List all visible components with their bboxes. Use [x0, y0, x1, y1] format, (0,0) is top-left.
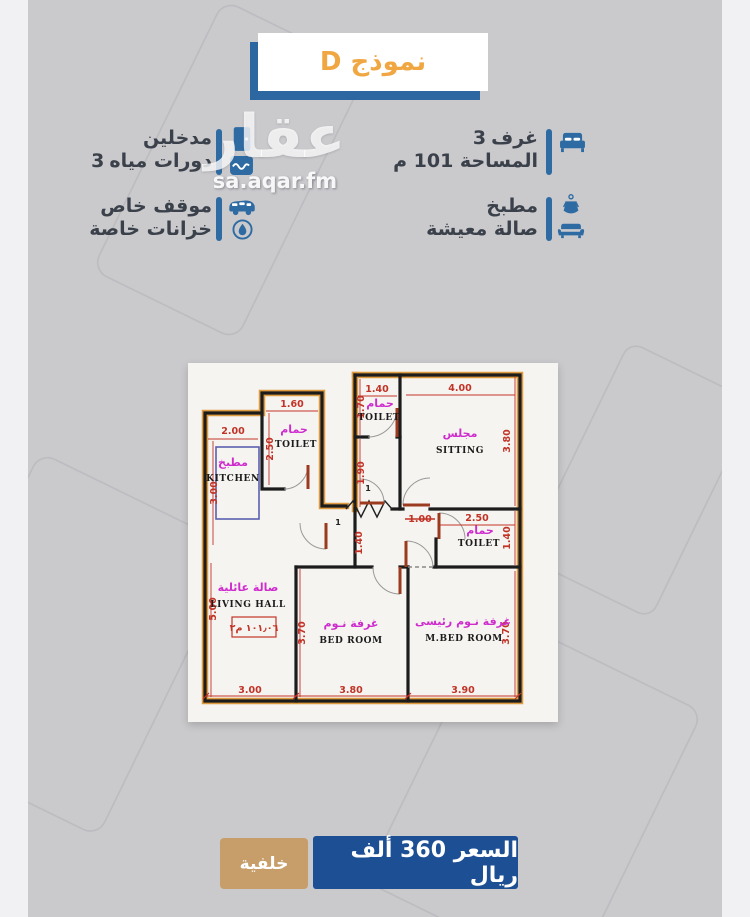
master-bedroom-label-ar: غرفة نـوم رئيسى [415, 615, 511, 628]
price-button[interactable]: السعر 360 ألف ريال [313, 836, 518, 889]
svg-text:2.00: 2.00 [221, 426, 245, 437]
svg-text:3.80: 3.80 [339, 685, 363, 696]
toilet1-label-en: TOILET [275, 440, 317, 450]
door-icon [231, 126, 253, 152]
feature-parking-label: موقف خاص [100, 195, 212, 217]
toilet2-label-ar: حمام [366, 397, 394, 410]
bed-icon [559, 131, 586, 154]
toilet3-label-ar: حمام [466, 524, 494, 537]
svg-text:2.50: 2.50 [265, 437, 276, 461]
toilet3-label-en: TOILET [458, 539, 500, 549]
bathrooms-count: 3 [91, 150, 105, 172]
svg-text:1.40: 1.40 [354, 531, 365, 555]
car-icon [227, 196, 257, 216]
svg-text:3.00: 3.00 [209, 481, 220, 505]
background-button-label: خلفية [239, 853, 289, 874]
svg-text:2.50: 2.50 [465, 513, 489, 524]
svg-text:3.70: 3.70 [297, 621, 308, 645]
feature-bar [546, 197, 552, 241]
kitchen-label-en: KITCHEN [206, 474, 260, 484]
feature-living-label: صالة معيشة [426, 218, 538, 240]
entrance-break-symbol [345, 499, 393, 519]
plan-walls [203, 373, 522, 703]
feature-tanks-label: خزانات خاصة [89, 218, 212, 240]
floor-plan-card: 2.00 3.00 1.60 2.50 1.40 1.70 1.90 4.00 … [188, 363, 558, 722]
svg-text:1.60: 1.60 [280, 399, 304, 410]
kitchen-label-ar: مطبخ [218, 456, 248, 469]
svg-text:3.80: 3.80 [502, 429, 513, 453]
apron-icon [560, 194, 582, 218]
feature-rooms-area: 3 غرف المساحة 101 م [366, 127, 538, 173]
living-hall-label-en: LIVING HALL [210, 600, 286, 610]
dimension-labels: 2.00 3.00 1.60 2.50 1.40 1.70 1.90 4.00 … [208, 383, 513, 696]
rooms-count: 3 [472, 127, 487, 149]
wc-icon [229, 155, 254, 176]
svg-text:1.40: 1.40 [502, 526, 513, 550]
feature-rooms-label: 3 غرف [472, 127, 538, 149]
area-stamp-value: ١٠١٫٠٦ م٢ [230, 623, 279, 634]
area-stamp: ١٠١٫٠٦ م٢ [230, 616, 279, 638]
feature-kitchen-label: مطبخ [486, 195, 538, 217]
left-margin-strip [0, 0, 28, 917]
sitting-label-en: SITTING [436, 446, 484, 456]
model-title: نموذج D [319, 47, 427, 77]
floor-plan: 2.00 3.00 1.60 2.50 1.40 1.70 1.90 4.00 … [201, 371, 524, 705]
svg-text:1.70: 1.70 [356, 395, 367, 419]
toilet1-label-ar: حمام [280, 423, 308, 436]
feature-entrances-label: مدخلين [142, 127, 212, 149]
toilet2-label-en: TOILET [358, 413, 400, 423]
background-button[interactable]: خلفية [220, 838, 308, 889]
svg-text:3.00: 3.00 [238, 685, 262, 696]
sitting-label-ar: مجلس [443, 427, 478, 440]
master-bedroom-label-en: M.BED ROOM [425, 634, 503, 644]
price-label: السعر 360 ألف ريال [350, 837, 518, 888]
feature-bar [546, 129, 552, 175]
sofa-icon [557, 221, 585, 239]
living-hall-label-ar: صالة عائلية [218, 581, 279, 594]
feature-entrances-bathrooms: مدخلين 3 دورات مياه [40, 127, 212, 173]
svg-text:3.70: 3.70 [501, 621, 512, 645]
right-margin-strip [722, 0, 750, 917]
svg-text:4.00: 4.00 [448, 383, 472, 394]
feature-area-label: المساحة 101 م [393, 150, 538, 172]
feature-bar [216, 197, 222, 241]
bedroom-label-ar: غرفة نـوم [324, 617, 379, 630]
feature-kitchen-living: مطبخ صالة معيشة [366, 195, 538, 241]
feature-parking-tanks: موقف خاص خزانات خاصة [40, 195, 212, 241]
room-labels: مطبخ KITCHEN حمام TOILET حمام TOILET مجل… [206, 397, 511, 646]
door-arcs [283, 407, 466, 595]
feature-bar [216, 129, 222, 175]
dimension-lines [202, 377, 522, 700]
bedroom-label-en: BED ROOM [319, 636, 382, 646]
svg-text:3.90: 3.90 [451, 685, 475, 696]
svg-text:1.00: 1.00 [408, 514, 432, 525]
svg-text:1: 1 [335, 518, 341, 527]
water-tank-icon [231, 219, 253, 240]
kitchen-counter [215, 446, 260, 520]
svg-text:5.00: 5.00 [208, 597, 219, 621]
feature-bathrooms-label: 3 دورات مياه [91, 150, 212, 172]
svg-text:1.90: 1.90 [356, 461, 367, 485]
svg-text:1.40: 1.40 [365, 384, 389, 395]
model-banner: نموذج D [258, 33, 488, 91]
svg-text:1: 1 [365, 484, 371, 493]
door-leaves [306, 408, 441, 594]
